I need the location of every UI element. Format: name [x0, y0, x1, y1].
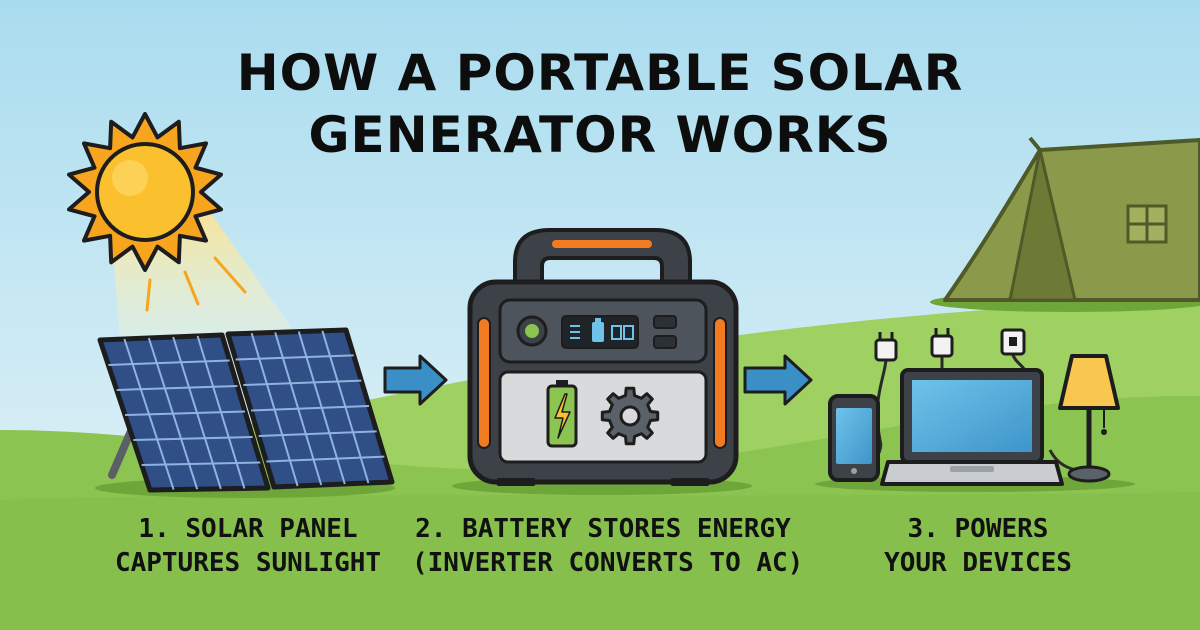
step-1-caption: 1. SOLAR PANEL CAPTURES SUNLIGHT — [112, 512, 384, 580]
solar-cell-line — [243, 379, 362, 386]
solar-cell-line — [133, 436, 253, 441]
solar-cell-line — [116, 385, 238, 391]
solar-cell-line — [124, 410, 246, 416]
step-2-caption: 2. BATTERY STORES ENERGY (INVERTER CONVE… — [412, 512, 804, 580]
plug-icon — [1000, 328, 1026, 356]
sun-icon — [67, 112, 223, 272]
title-line-2: GENERATOR WORKS — [308, 106, 892, 164]
sunbeam-lines — [145, 256, 247, 312]
solar-panel-icon — [95, 327, 395, 498]
gear-icon — [600, 386, 660, 446]
solar-cell-line — [108, 359, 230, 366]
step-3-line-1: 3. POWERS — [907, 514, 1049, 544]
solar-cell-line — [266, 455, 385, 463]
laptop-icon — [880, 368, 1064, 486]
arrow-right-icon — [383, 354, 448, 406]
phone-icon — [828, 394, 880, 482]
arrow-right-icon — [743, 354, 813, 406]
plug-icon — [874, 332, 898, 362]
step-2-line-2: (INVERTER CONVERTS TO AC) — [412, 548, 804, 578]
solar-cell-line — [258, 430, 377, 437]
battery-icon — [546, 380, 578, 448]
tent-icon — [930, 136, 1200, 312]
plug-icon — [930, 328, 954, 358]
step-3-line-2: YOUR DEVICES — [884, 548, 1072, 578]
page-title: HOW A PORTABLE SOLAR GENERATOR WORKS — [0, 42, 1200, 166]
step-2-line-1: 2. BATTERY STORES ENERGY — [415, 514, 791, 544]
step-1-line-2: CAPTURES SUNLIGHT — [114, 548, 382, 578]
grass-foreground — [0, 492, 1200, 630]
solar-cell-line — [235, 354, 354, 361]
generator-icon — [452, 228, 752, 495]
solar-cell-line — [250, 405, 370, 412]
step-1-line-1: 1. SOLAR PANEL — [138, 514, 358, 544]
step-3-caption: 3. POWERS YOUR DEVICES — [868, 512, 1088, 580]
title-line-1: HOW A PORTABLE SOLAR — [236, 44, 964, 102]
lamp-icon — [1058, 354, 1120, 483]
solar-cell-line — [141, 461, 261, 466]
